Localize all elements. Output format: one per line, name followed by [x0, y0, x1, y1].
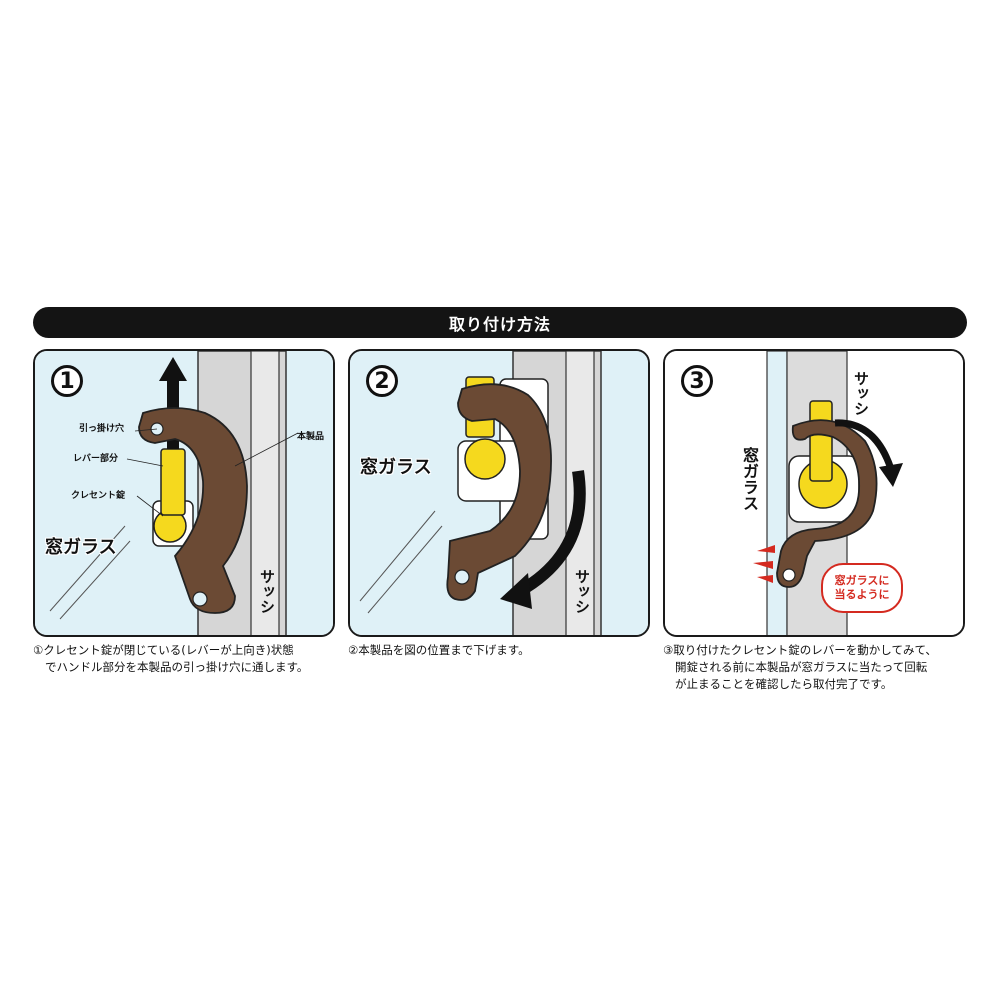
impact-lines-icon — [753, 561, 773, 569]
arrow-rotate-icon — [834, 419, 895, 471]
page-title: 取り付け方法 — [448, 314, 551, 334]
product-bottom-hole — [782, 568, 796, 582]
step-2-number: 2 — [366, 365, 398, 397]
label-window-glass: 窓ガラス — [360, 457, 432, 478]
label-sash: サッシ — [258, 569, 276, 614]
lever — [809, 400, 833, 482]
product-hook — [138, 407, 248, 614]
arrow-up-icon — [159, 357, 187, 449]
sash-rail — [250, 351, 280, 635]
step-3-illustration — [665, 351, 963, 635]
lock-knob — [464, 438, 506, 480]
label-sash: サッシ — [573, 569, 591, 614]
step-1-illustration — [35, 351, 333, 635]
impact-lines-icon — [757, 545, 775, 553]
glass-reflection — [359, 510, 436, 602]
label-window-glass: 窓ガラス — [45, 537, 117, 558]
step-3-number: 3 — [681, 365, 713, 397]
glass-reflection — [367, 525, 443, 614]
sash-rail — [565, 351, 595, 635]
impact-lines-icon — [757, 575, 773, 583]
step-1-caption: ①クレセント錠が閉じている(レバーが上向き)状態 でハンドル部分を本製品の引っ掛… — [33, 643, 309, 674]
step-3-panel: 3 窓ガラス サッシ — [663, 349, 965, 637]
step-2-panel: 2 窓ガラス サッシ — [348, 349, 650, 637]
label-product: 本製品 — [297, 432, 325, 442]
step-1-number: 1 — [51, 365, 83, 397]
label-lever: レバー部分 — [73, 454, 119, 464]
arrow-head — [500, 573, 532, 609]
window-glass — [766, 351, 788, 635]
product-bottom-hole — [192, 591, 208, 607]
glass-reflection — [49, 525, 126, 612]
step-2-caption: ②本製品を図の位置まで下げます。 — [348, 643, 530, 657]
glass-reflection — [59, 540, 131, 620]
arrow-down-curve-icon — [516, 470, 586, 597]
product-hook — [776, 419, 878, 588]
page-title-bar: 取り付け方法 — [33, 307, 967, 338]
glass-contact-callout: 窓ガラスに 当るように — [821, 563, 903, 613]
step-3-caption: ③取り付けたクレセント錠のレバーを動かしてみて、 開錠される前に本製品が窓ガラス… — [663, 643, 937, 691]
label-sash: サッシ — [852, 371, 870, 416]
arrow-head — [879, 463, 903, 487]
product-bottom-hole — [454, 569, 470, 585]
label-crescent-lock: クレセント錠 — [71, 491, 126, 501]
product-hook — [446, 383, 552, 601]
step-1-panel: 1 引っ掛け穴 本製品 レバー部分 クレセント錠 窓ガラス サッシ — [33, 349, 335, 637]
label-hook-hole: 引っ掛け穴 — [79, 424, 125, 434]
label-window-glass: 窓ガラス — [740, 447, 759, 511]
lever — [160, 448, 186, 516]
step-2-illustration — [350, 351, 648, 635]
